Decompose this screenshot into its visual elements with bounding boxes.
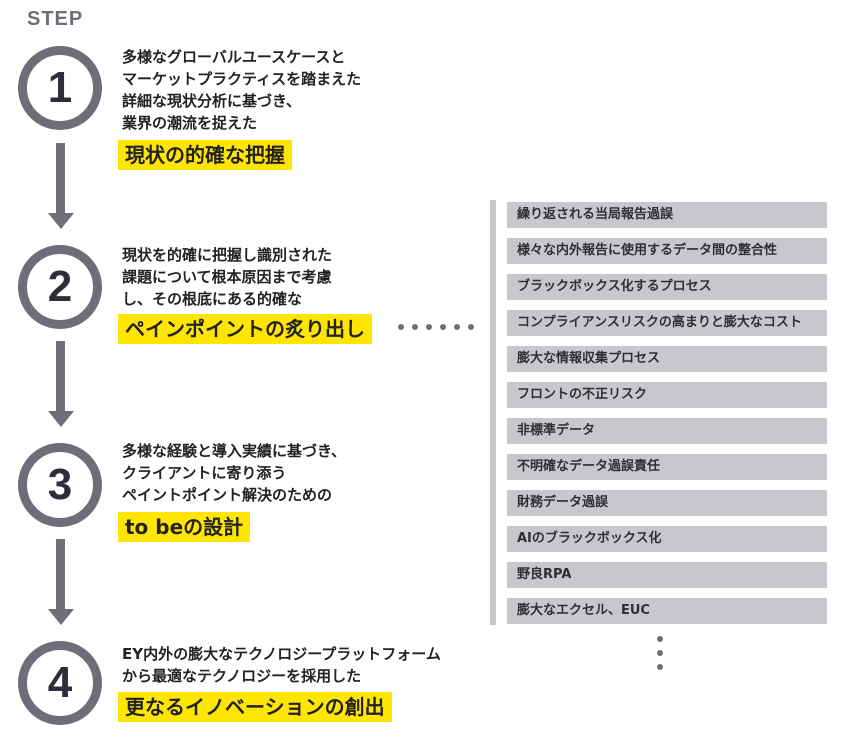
step-label: STEP xyxy=(27,8,84,30)
step-1-highlight: 現状の的確な把握 xyxy=(118,140,292,170)
pain-point-item: 膨大なエクセル、EUC xyxy=(507,598,827,624)
pain-point-item: 非標準データ xyxy=(507,418,827,444)
step-4-description: EY内外の膨大なテクノロジープラットフォーム から最適なテクノロジーを採用した xyxy=(122,645,441,685)
pain-point-item: 繰り返される当局報告過誤 xyxy=(507,202,827,228)
arrow-line xyxy=(56,539,65,611)
arrow-line xyxy=(56,341,65,413)
step-3-highlight: to beの設計 xyxy=(118,512,251,542)
connector-dots xyxy=(398,324,474,330)
pain-point-bracket xyxy=(490,200,496,625)
step-3-circle: 3 xyxy=(18,443,102,527)
step-3-description: 多様な経験と導入実績に基づき、 クライアントに寄り添う ペイントポイント解決のた… xyxy=(122,442,346,504)
pain-point-list: 繰り返される当局報告過誤 様々な内外報告に使用するデータ間の整合性 ブラックボッ… xyxy=(507,202,827,634)
pain-point-item: 野良RPA xyxy=(507,562,827,588)
arrow-line xyxy=(56,143,65,215)
step-1-circle: 1 xyxy=(18,46,102,130)
pain-point-item: 様々な内外報告に使用するデータ間の整合性 xyxy=(507,238,827,264)
step-2-circle: 2 xyxy=(18,245,102,329)
pain-point-item: 財務データ過誤 xyxy=(507,490,827,516)
arrow-down-icon xyxy=(48,213,74,229)
more-items-ellipsis xyxy=(657,636,663,670)
pain-point-item: ブラックボックス化するプロセス xyxy=(507,274,827,300)
pain-point-item: 膨大な情報収集プロセス xyxy=(507,346,827,372)
step-4-circle: 4 xyxy=(18,641,102,725)
pain-point-item: コンプライアンスリスクの高まりと膨大なコスト xyxy=(507,310,827,336)
step-2-highlight: ペインポイントの炙り出し xyxy=(118,314,372,344)
pain-point-item: 不明確なデータ過誤責任 xyxy=(507,454,827,480)
step-4-highlight: 更なるイノベーションの創出 xyxy=(118,692,392,722)
pain-point-item: AIのブラックボックス化 xyxy=(507,526,827,552)
arrow-down-icon xyxy=(48,411,74,427)
arrow-down-icon xyxy=(48,609,74,625)
step-2-description: 現状を的確に把握し識別された 課題について根本原因まで考慮 し、その根底にある的… xyxy=(122,246,333,308)
step-1-description: 多様なグローバルユースケースと マーケットプラクティスを踏まえた 詳細な現状分析… xyxy=(122,48,362,132)
pain-point-item: フロントの不正リスク xyxy=(507,382,827,408)
